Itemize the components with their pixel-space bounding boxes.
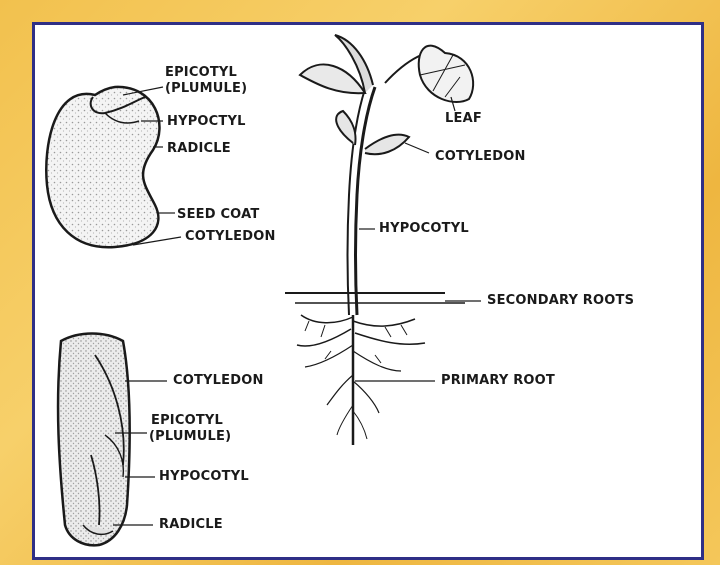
bean-radicle-label: RADICLE bbox=[167, 141, 231, 156]
bean-epicotyl-label: EPICOTYL bbox=[165, 65, 237, 80]
diagram-frame: EPICOTYL (PLUMULE) HYPOCTYL RADICLE SEED… bbox=[32, 22, 704, 560]
corn-plumule-label: (PLUMULE) bbox=[149, 429, 231, 444]
bean-seed-coat-label: SEED COAT bbox=[177, 207, 259, 222]
seedling-primary-root-label: PRIMARY ROOT bbox=[441, 373, 555, 388]
seedling-leaf-label: LEAF bbox=[445, 111, 482, 126]
bean-cotyledon-label: COTYLEDON bbox=[185, 229, 276, 244]
seedling-secondary-roots-label: SECONDARY ROOTS bbox=[487, 293, 634, 308]
bean-seed bbox=[46, 87, 159, 247]
corn-epicotyl-label: EPICOTYL bbox=[151, 413, 223, 428]
bean-hypocotyl-label: HYPOCTYL bbox=[167, 114, 246, 129]
seedling-hypocotyl-label: HYPOCOTYL bbox=[379, 221, 469, 236]
corn-seed bbox=[58, 334, 130, 546]
seed-germination-diagram bbox=[35, 25, 701, 557]
corn-cotyledon-label: COTYLEDON bbox=[173, 373, 264, 388]
bean-plumule-label: (PLUMULE) bbox=[165, 81, 247, 96]
corn-radicle-label: RADICLE bbox=[159, 517, 223, 532]
corn-hypocotyl-label: HYPOCOTYL bbox=[159, 469, 249, 484]
seedling-cotyledon-label: COTYLEDON bbox=[435, 149, 526, 164]
